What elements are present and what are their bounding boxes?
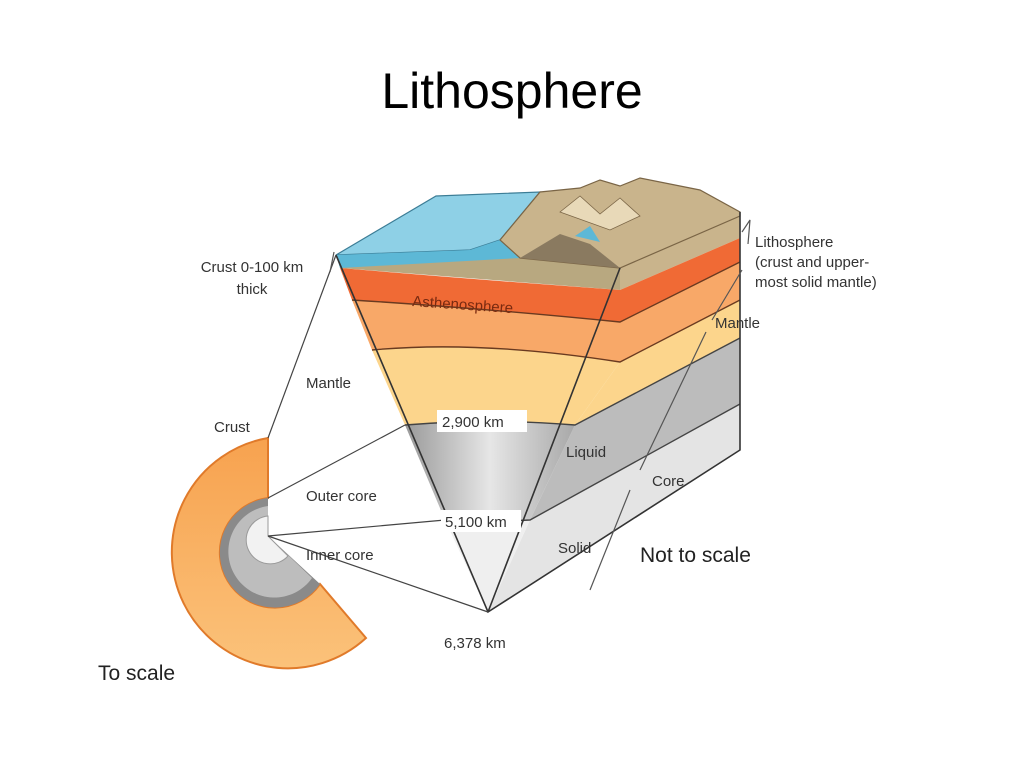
label-to-scale: To scale (98, 662, 175, 685)
right-face-upper-mantle (620, 262, 740, 362)
label-depth-2900: 2,900 km (442, 414, 504, 431)
label-lithosphere-2: (crust and upper- (755, 254, 869, 271)
label-crust-thickness: Crust 0-100 km (201, 259, 304, 276)
label-inner-core: Inner core (306, 547, 374, 564)
label-mantle-right: Mantle (715, 315, 760, 332)
to-scale-inner-core (245, 515, 289, 565)
left-face-upper-mantle (352, 300, 620, 362)
label-depth-5100: 5,100 km (445, 514, 507, 531)
left-face-lower-mantle (372, 346, 620, 425)
label-depth-6378: 6,378 km (444, 635, 506, 652)
slide-title: Lithosphere (381, 63, 643, 119)
label-liquid: Liquid (566, 444, 606, 461)
label-mantle-left: Mantle (306, 375, 351, 392)
label-crust-thickness-2: thick (237, 281, 268, 298)
earth-cross-section-icon (170, 436, 368, 670)
brackets (329, 219, 751, 591)
label-not-to-scale: Not to scale (640, 544, 751, 567)
label-lithosphere-3: most solid mantle) (755, 274, 877, 291)
layer-boundaries (351, 261, 741, 363)
label-asthenosphere: Asthenosphere (412, 293, 514, 317)
left-face-inner-core (445, 520, 530, 612)
left-face-asthenosphere (340, 268, 620, 322)
label-crust: Crust (214, 419, 251, 436)
ocean-floor (336, 240, 520, 268)
label-solid: Solid (558, 540, 591, 557)
label-lithosphere: Lithosphere (755, 234, 833, 251)
right-face-lower-mantle (575, 300, 740, 425)
label-outer-core: Outer core (306, 488, 377, 505)
label-core: Core (652, 473, 685, 490)
right-face-crust (620, 216, 740, 290)
right-face-outer-core (530, 338, 740, 520)
connector-lines (267, 254, 489, 613)
right-face-asthenosphere (620, 238, 740, 322)
right-face-inner-core (488, 404, 740, 612)
